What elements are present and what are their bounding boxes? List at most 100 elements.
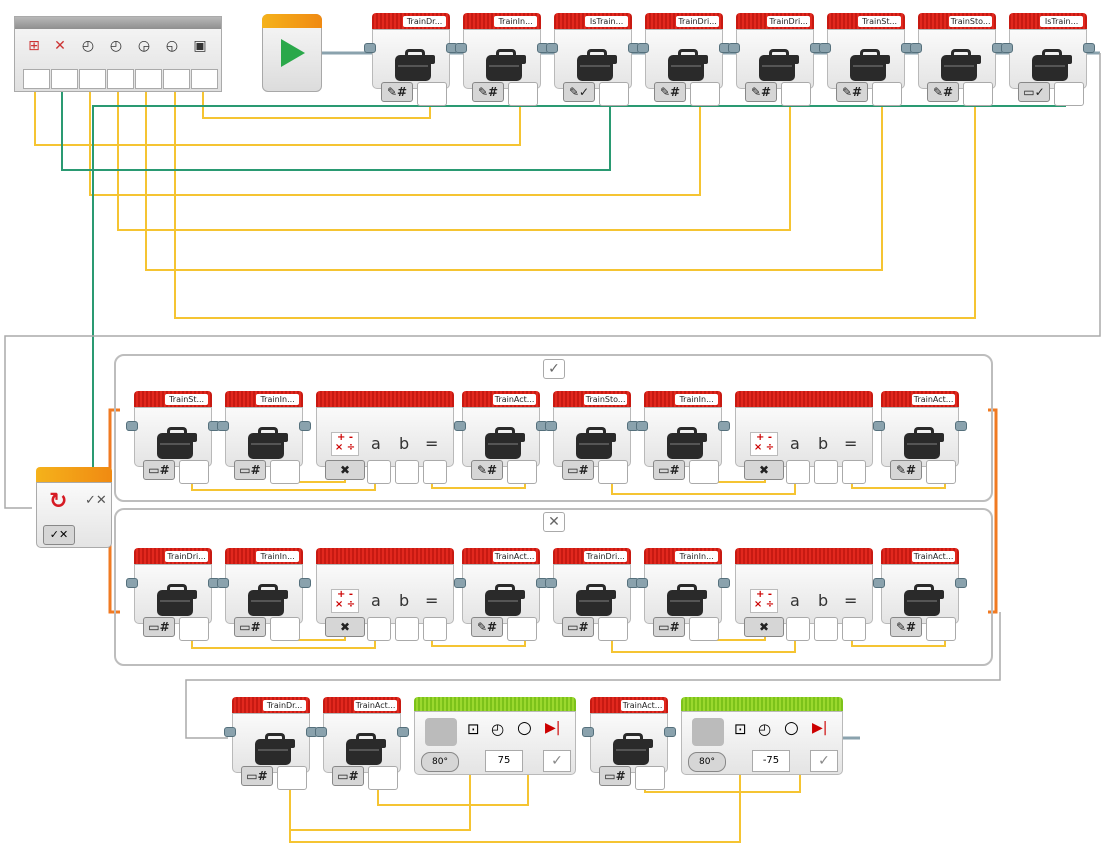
input-a-plug[interactable] [786, 617, 810, 641]
variable-block[interactable]: TrainIn... ▭# [636, 391, 730, 484]
case-true-icon[interactable]: ✓ [543, 359, 565, 379]
output-plug[interactable] [599, 82, 629, 106]
variable-block[interactable]: TrainDri... ✎# [637, 13, 731, 106]
sequence-in-connector[interactable] [364, 43, 376, 53]
variable-block[interactable]: IsTrain... ▭✓ [1001, 13, 1095, 106]
sequence-out-connector[interactable] [955, 421, 967, 431]
variable-block[interactable]: TrainDr... ✎# [364, 13, 458, 106]
variable-name[interactable]: TrainAct... [493, 394, 536, 405]
variable-name[interactable]: TrainDri... [676, 16, 719, 27]
block-mode-selector[interactable]: ▭# [653, 617, 685, 637]
block-mode-selector[interactable]: ✎# [836, 82, 868, 102]
output-plug[interactable] [689, 460, 719, 484]
block-mode-selector[interactable]: ▭# [562, 617, 594, 637]
variable-name[interactable]: TrainSto... [949, 16, 992, 27]
input-b-plug[interactable] [395, 617, 419, 641]
block-mode-selector[interactable]: ▭# [599, 766, 631, 786]
variable-name[interactable]: TrainAct... [912, 394, 955, 405]
switch-case-true[interactable] [114, 354, 993, 502]
block-mode-selector[interactable]: ▭# [653, 460, 685, 480]
block-mode-selector[interactable]: ▭✓ [1018, 82, 1050, 102]
sequence-in-connector[interactable] [637, 43, 649, 53]
output-plug[interactable] [963, 82, 993, 106]
block-mode-selector[interactable]: ✎# [654, 82, 686, 102]
input-b-plug[interactable] [814, 460, 838, 484]
panel-slot[interactable] [191, 69, 218, 89]
variable-block[interactable]: TrainDri... ✎# [728, 13, 822, 106]
math-block[interactable]: + - × ÷ a b = ✖ [312, 548, 458, 641]
variable-name[interactable]: TrainAct... [493, 551, 536, 562]
block-mode-selector[interactable]: ▭# [143, 617, 175, 637]
output-plug[interactable] [417, 82, 447, 106]
output-plug[interactable] [926, 617, 956, 641]
variable-block[interactable]: TrainDri... ▭# [126, 548, 220, 641]
variable-name[interactable]: TrainDr... [403, 16, 446, 27]
sequence-in-connector[interactable] [873, 421, 885, 431]
output-plug[interactable] [270, 460, 300, 484]
result-plug[interactable] [842, 460, 866, 484]
input-a-plug[interactable] [367, 617, 391, 641]
sequence-out-connector[interactable] [955, 578, 967, 588]
result-plug[interactable] [423, 617, 447, 641]
panel-slot[interactable] [163, 69, 190, 89]
start-block[interactable] [262, 14, 322, 92]
math-block[interactable]: + - × ÷ a b = ✖ [312, 391, 458, 484]
power-value[interactable]: 75 [485, 750, 523, 772]
sequence-in-connector[interactable] [454, 421, 466, 431]
sequence-in-connector[interactable] [224, 727, 236, 737]
panel-slot[interactable] [107, 69, 134, 89]
block-mode-selector[interactable]: ✎# [471, 460, 503, 480]
output-plug[interactable] [1054, 82, 1084, 106]
math-mode-selector[interactable]: ✖ [325, 460, 365, 480]
switch-block[interactable]: ↻ ✓✕ ✓✕ [32, 467, 112, 549]
variable-block[interactable]: TrainIn... ✎# [455, 13, 549, 106]
sequence-out-connector[interactable] [664, 727, 676, 737]
sequence-in-connector[interactable] [126, 421, 138, 431]
variable-name[interactable]: TrainIn... [494, 16, 537, 27]
block-mode-selector[interactable]: ▭# [234, 460, 266, 480]
sequence-out-connector[interactable] [1083, 43, 1095, 53]
sequence-in-connector[interactable] [728, 43, 740, 53]
block-mode-selector[interactable]: ✎✓ [563, 82, 595, 102]
input-a-plug[interactable] [786, 460, 810, 484]
sequence-in-connector[interactable] [454, 578, 466, 588]
variable-block[interactable]: TrainAct... ✎# [454, 548, 548, 641]
variable-name[interactable]: TrainIn... [675, 551, 718, 562]
output-plug[interactable] [926, 460, 956, 484]
block-mode-selector[interactable]: ▭# [332, 766, 364, 786]
variable-block[interactable]: TrainSto... ▭# [545, 391, 639, 484]
sequence-in-connector[interactable] [315, 727, 327, 737]
variable-name[interactable]: TrainDri... [165, 551, 208, 562]
output-plug[interactable] [179, 617, 209, 641]
math-mode-selector[interactable]: ✖ [744, 460, 784, 480]
sequence-in-connector[interactable] [910, 43, 922, 53]
output-plug[interactable] [507, 617, 537, 641]
sequence-out-connector[interactable] [718, 578, 730, 588]
output-plug[interactable] [270, 617, 300, 641]
panel-slot[interactable] [135, 69, 162, 89]
output-plug[interactable] [689, 617, 719, 641]
variable-name[interactable]: TrainIn... [675, 394, 718, 405]
block-mode-selector[interactable]: ✎# [472, 82, 504, 102]
variable-block[interactable]: TrainAct... ✎# [454, 391, 548, 484]
variable-name[interactable]: TrainDri... [767, 16, 810, 27]
brake-check[interactable]: ✓ [810, 750, 838, 772]
variable-name[interactable]: IsTrain... [585, 16, 628, 27]
sequence-in-connector[interactable] [873, 578, 885, 588]
sequence-in-connector[interactable] [126, 578, 138, 588]
variable-block[interactable]: TrainSto... ✎# [910, 13, 1004, 106]
block-mode-selector[interactable]: ▭# [143, 460, 175, 480]
variable-block[interactable]: TrainDri... ▭# [545, 548, 639, 641]
input-b-plug[interactable] [395, 460, 419, 484]
block-mode-selector[interactable]: ✎# [890, 617, 922, 637]
math-mode-selector[interactable]: ✖ [744, 617, 784, 637]
sequence-in-connector[interactable] [217, 578, 229, 588]
output-plug[interactable] [690, 82, 720, 106]
sequence-in-connector[interactable] [1001, 43, 1013, 53]
variable-block[interactable]: TrainIn... ▭# [217, 391, 311, 484]
output-plug[interactable] [368, 766, 398, 790]
sequence-in-connector[interactable] [217, 421, 229, 431]
variable-block[interactable]: TrainAct... ▭# [582, 697, 676, 790]
sequence-in-connector[interactable] [546, 43, 558, 53]
input-a-plug[interactable] [367, 460, 391, 484]
